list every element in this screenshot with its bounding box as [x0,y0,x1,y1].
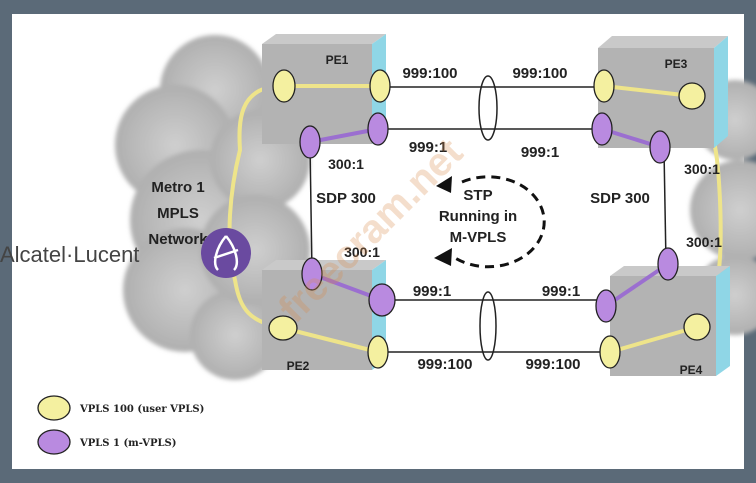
label-bottom-left: 999:100 [417,356,472,373]
pe1-port-vpls100 [369,69,391,103]
pe3-port-vpls1 [591,112,613,146]
pe4-port-vpls1 [595,289,617,323]
pe2-port-vpls100 [367,335,389,369]
lag-top [478,75,498,141]
pe1-label: PE1 [326,53,349,67]
pe4-vpls1-inner [604,262,670,308]
pe3-vpls100-inner [603,84,693,98]
lag-bottom [479,291,497,361]
sdp-right-top-label: 300:1 [684,161,720,177]
pe4-port-vpls100 [599,335,621,369]
sdp-left-line [309,144,313,273]
alcatel-lucent-logo: Alcatel·Lucent [0,228,251,278]
router-pe4 [610,266,730,376]
legend-vpls1-label: VPLS 1 (m-VPLS) [79,438,176,449]
stp-arrow-top-icon [436,176,452,193]
sdp-left-label: SDP 300 [316,190,376,207]
logo-text: Alcatel·Lucent [0,242,139,267]
pe1-port-vpls1 [367,112,389,146]
pe4-sdp-vpls1 [657,247,679,281]
legend: VPLS 100 (user VPLS) VPLS 1 (m-VPLS) [37,395,204,455]
vpls100-left-path [227,84,284,330]
pe1-vpls1-inner [309,127,379,144]
pe1-sap-vpls100 [272,69,296,103]
label-lower-left: 999:1 [413,283,451,300]
legend-vpls1-swatch [37,429,71,455]
pe3-sdp-vpls1 [649,130,671,164]
pe4-label: PE4 [680,363,703,377]
legend-vpls100-label: VPLS 100 (user VPLS) [79,404,204,415]
logo-mark-icon [213,235,239,271]
pe2-vpls100-inner [282,326,379,354]
pe2-port-vpls1 [368,283,396,317]
label-upper-right: 999:1 [521,144,559,161]
stp-indicator [434,175,546,269]
pe3-label: PE3 [665,57,688,71]
stp-line3: M-VPLS [450,229,507,246]
pe3-port-vpls100 [593,69,615,103]
pe2-label: PE2 [287,359,310,373]
pe3-sap-vpls100 [678,82,706,110]
label-bottom-right: 999:100 [525,356,580,373]
stp-arrow-bottom-icon [434,248,452,266]
legend-vpls100-swatch [37,395,71,421]
label-lower-right: 999:1 [542,283,580,300]
sdp-right-bottom-label: 300:1 [686,234,722,250]
stp-line2: Running in [439,208,517,225]
pe2-sap-vpls100 [268,315,298,341]
sdp-right-label: SDP 300 [590,190,650,207]
sdp-left-bottom-label: 300:1 [344,244,380,260]
pe4-sap-vpls100 [683,313,711,341]
label-upper-left: 999:1 [409,139,447,156]
sdp-right-line [663,149,667,264]
cloud-label-1: Metro 1 [151,179,204,196]
cloud-label-3: Network [148,231,208,248]
pe4-vpls100-inner [609,325,698,354]
pe1-sdp-vpls1 [299,125,321,159]
label-top-left: 999:100 [402,65,457,82]
pe2-sdp-vpls1 [301,257,323,291]
sdp-left-top-label: 300:1 [328,156,364,172]
stp-line1: STP [463,187,492,204]
cloud-label-2: MPLS [157,205,199,222]
label-top-right: 999:100 [512,65,567,82]
